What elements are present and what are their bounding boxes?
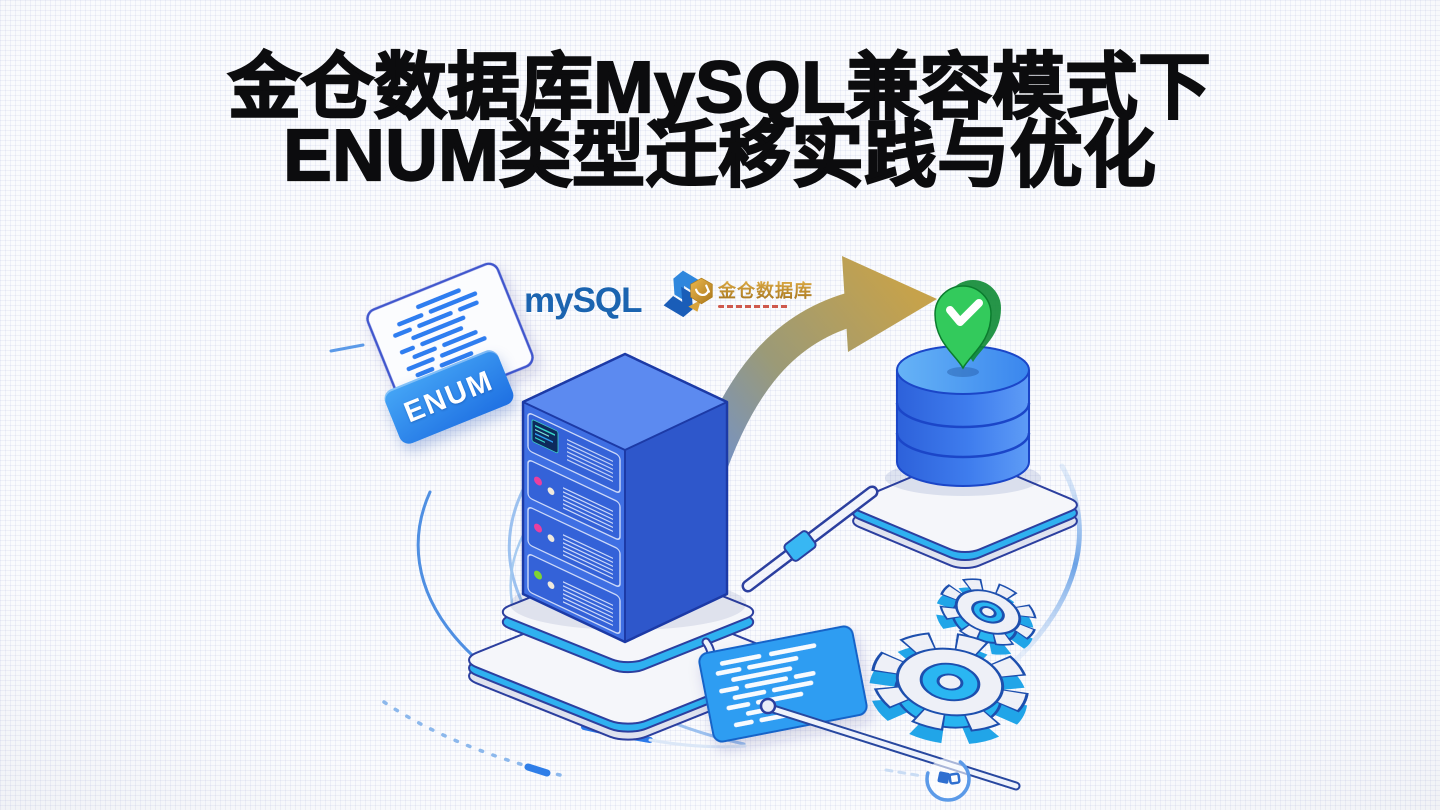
- database-cylinder: [895, 345, 1031, 487]
- kingbase-logo: 金仓数据库: [690, 277, 813, 308]
- swap-arrows-icon: [663, 270, 703, 318]
- database-platform: [845, 455, 1085, 572]
- server-panel: [527, 507, 621, 587]
- gear-icon-large: [869, 631, 1030, 745]
- sync-mini-icon: [925, 756, 971, 802]
- server-tower: [521, 352, 729, 644]
- title-line-1: 金仓数据库MySQL兼容模式下: [227, 48, 1212, 128]
- code-lines: [393, 288, 487, 396]
- server-panel: [527, 413, 621, 493]
- server-face-left: [523, 402, 625, 642]
- page-title: 金仓数据库MySQL兼容模式下 ENUM类型迁移实践与优化: [0, 48, 1440, 196]
- kingbase-logo-subtext-strip: [718, 305, 788, 308]
- code-card-config: [698, 625, 868, 743]
- kingbase-logo-texts: 金仓数据库: [718, 277, 813, 308]
- kingbase-logo-text: 金仓数据库: [718, 277, 813, 303]
- kingbase-shield-icon: [690, 277, 713, 305]
- code-lines: [715, 643, 817, 728]
- server-face-right: [625, 402, 727, 642]
- connector-cable: [741, 485, 879, 593]
- server-panel: [527, 554, 621, 634]
- mysql-logo: mySQL: [524, 281, 643, 320]
- pointer-rod: [759, 697, 1021, 791]
- server-panel: [527, 460, 621, 540]
- title-line-2: ENUM类型迁移实践与优化: [282, 116, 1157, 196]
- check-pin-icon: [934, 280, 1001, 370]
